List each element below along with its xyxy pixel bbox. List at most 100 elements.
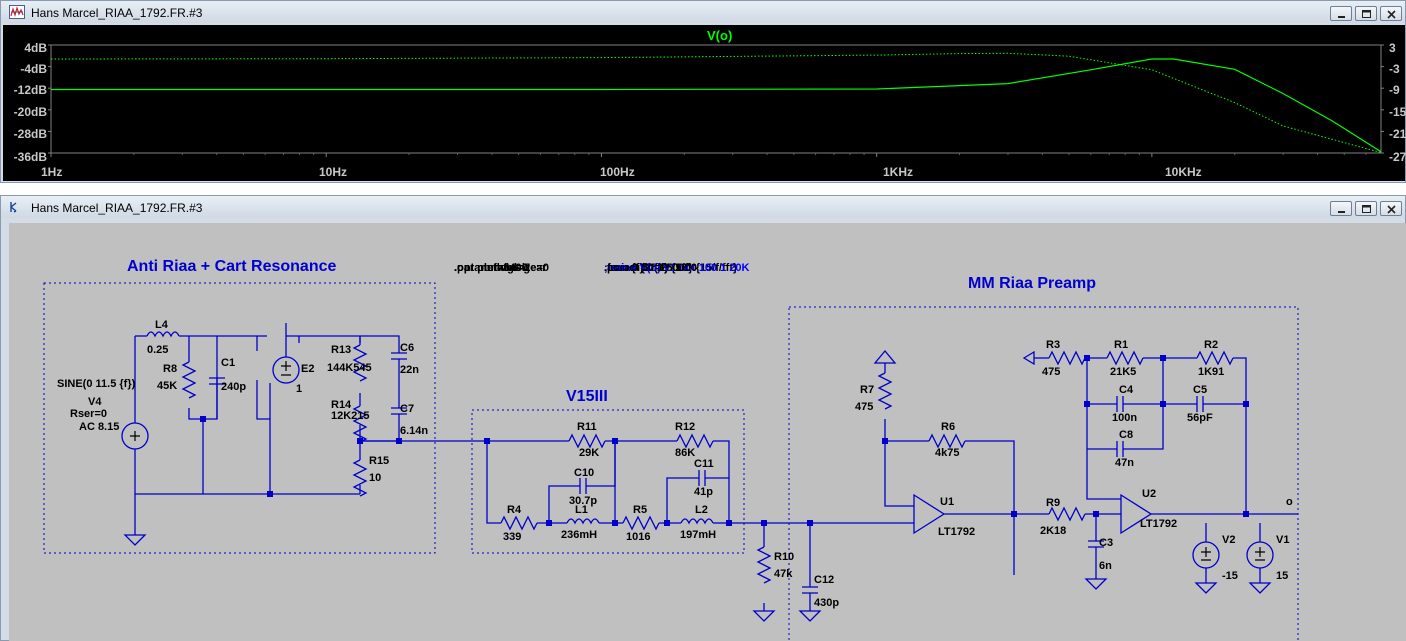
component-func[interactable]: SINE(0 11.5 {f}) xyxy=(57,378,136,390)
component-ref[interactable]: C10 xyxy=(574,467,595,479)
component-value[interactable]: 10 xyxy=(369,472,382,484)
component-value[interactable]: 100n xyxy=(1112,412,1138,424)
y2-tick-label: -15 xyxy=(1389,105,1406,119)
minimize-button[interactable] xyxy=(1330,6,1352,21)
component-ref[interactable]: L4 xyxy=(155,319,168,331)
component-value[interactable]: 45K xyxy=(157,380,178,392)
component-value[interactable]: 6n xyxy=(1099,560,1112,572)
component-ref[interactable]: R10 xyxy=(774,551,795,563)
component-value[interactable]: 430p xyxy=(814,597,840,609)
component-ref[interactable]: U2 xyxy=(1142,488,1157,500)
component-ref[interactable]: R11 xyxy=(577,421,597,433)
component-ref[interactable]: R13 xyxy=(331,344,352,356)
component-value[interactable]: 1K91 xyxy=(1198,366,1225,378)
schematic-wiring xyxy=(43,282,1299,641)
component-value[interactable]: -15 xyxy=(1222,570,1238,582)
output-node-label[interactable]: o xyxy=(1286,496,1293,508)
component-ref[interactable]: V2 xyxy=(1222,534,1236,546)
y2-tick-label: -21 xyxy=(1389,127,1406,141)
component-ref[interactable]: L1 xyxy=(575,504,588,516)
close-button[interactable] xyxy=(1380,201,1402,216)
y2-tick-label: -9 xyxy=(1389,83,1400,97)
component-ref[interactable]: C6 xyxy=(400,342,415,354)
component-ref[interactable]: R2 xyxy=(1204,339,1219,351)
component-value[interactable]: 12K215 xyxy=(331,410,370,422)
component-value[interactable]: 1016 xyxy=(626,531,651,543)
component-value[interactable]: 197mH xyxy=(680,529,717,541)
component-ref[interactable]: L2 xyxy=(695,504,708,516)
component-ref[interactable]: U1 xyxy=(940,496,955,508)
x-tick-label: 10Hz xyxy=(319,165,348,179)
component-value[interactable]: LT1792 xyxy=(1140,518,1178,530)
component-ref[interactable]: C12 xyxy=(814,574,835,586)
component-value[interactable]: 0.25 xyxy=(147,344,169,356)
bode-plot-pane[interactable]: V(o) 4dB -4dB -12dB -20dB -28dB -36dB 3 … xyxy=(3,25,1406,181)
plot-window-titlebar[interactable]: Hans Marcel_RIAA_1792.FR.#3 xyxy=(1,1,1405,23)
component-ref[interactable]: R12 xyxy=(675,421,696,433)
component-value[interactable]: 6.14n xyxy=(400,425,429,437)
directive-line: .four {f} V(o) xyxy=(604,262,669,274)
component-value[interactable]: 144K545 xyxy=(327,362,372,374)
x-tick-label: 1KHz xyxy=(883,165,914,179)
component-value[interactable]: 2K18 xyxy=(1040,525,1067,537)
block-title-v15iii[interactable]: V15III xyxy=(566,388,608,405)
component-value[interactable]: LT1792 xyxy=(938,526,976,538)
component-ref[interactable]: E2 xyxy=(301,363,315,375)
component-ref[interactable]: R14 xyxy=(331,399,352,411)
component-value[interactable]: 475 xyxy=(855,401,874,413)
component-value[interactable]: 475 xyxy=(1042,366,1061,378)
minimize-button[interactable] xyxy=(1330,201,1352,216)
component-value[interactable]: 21K5 xyxy=(1110,366,1137,378)
trace-label-vo[interactable]: V(o) xyxy=(707,28,733,43)
component-ref[interactable]: R15 xyxy=(369,455,390,467)
component-ref[interactable]: R5 xyxy=(633,504,648,516)
series-line-vo-phase xyxy=(50,52,1382,154)
component-value[interactable]: 1 xyxy=(296,383,303,395)
component-ref[interactable]: V4 xyxy=(88,396,102,408)
component-value[interactable]: 47n xyxy=(1115,457,1134,469)
component-param[interactable]: AC 8.15 xyxy=(79,421,120,433)
component-param[interactable]: Rser=0 xyxy=(70,408,108,420)
component-value[interactable]: 30.7p xyxy=(569,495,598,507)
component-value[interactable]: 236mH xyxy=(561,529,598,541)
component-value[interactable]: 4k75 xyxy=(935,447,960,459)
component-value[interactable]: 339 xyxy=(503,531,522,543)
directive-line: ;tran 0 {25/f} {5/f} {15/f/fft} xyxy=(604,262,738,274)
component-value[interactable]: 47k xyxy=(774,568,793,580)
component-ref[interactable]: C8 xyxy=(1119,429,1134,441)
component-ref[interactable]: R4 xyxy=(507,504,522,516)
block-title-anti-riaa[interactable]: Anti Riaa + Cart Resonance xyxy=(127,258,337,275)
component-ref[interactable]: R6 xyxy=(941,421,956,433)
block-title-mm-preamp[interactable]: MM Riaa Preamp xyxy=(968,275,1097,292)
y2-tick-label: -3 xyxy=(1389,62,1400,76)
component-ref[interactable]: R8 xyxy=(163,363,178,375)
component-value[interactable]: 56pF xyxy=(1187,412,1213,424)
schematic-canvas[interactable]: Anti Riaa + Cart Resonance V15III MM Ria… xyxy=(9,223,1406,641)
component-ref[interactable]: C7 xyxy=(400,403,415,415)
component-ref[interactable]: R9 xyxy=(1046,497,1061,509)
component-value[interactable]: 240p xyxy=(221,381,247,393)
component-value[interactable]: 22n xyxy=(400,364,419,376)
directive-line: .param f=8400 xyxy=(454,262,528,274)
component-ref[interactable]: C11 xyxy=(694,458,714,470)
component-ref[interactable]: V1 xyxy=(1276,534,1290,546)
component-ref[interactable]: C1 xyxy=(221,357,236,369)
component-value[interactable]: 29K xyxy=(579,447,600,459)
y-tick-label: -12dB xyxy=(13,83,47,97)
component-ref[interactable]: R3 xyxy=(1046,339,1061,351)
component-ref[interactable]: R1 xyxy=(1114,339,1129,351)
plot-window: Hans Marcel_RIAA_1792.FR.#3 V(o) 4dB -4d… xyxy=(0,0,1406,183)
component-value[interactable]: 86K xyxy=(675,447,696,459)
y2-tick-label: -27 xyxy=(1389,150,1406,164)
close-button[interactable] xyxy=(1380,6,1402,21)
restore-button[interactable] xyxy=(1355,6,1377,21)
component-ref[interactable]: C3 xyxy=(1099,537,1114,549)
component-value[interactable]: 41p xyxy=(694,486,713,498)
waveform-app-icon xyxy=(9,5,25,19)
component-ref[interactable]: R7 xyxy=(860,384,875,396)
component-ref[interactable]: C5 xyxy=(1193,384,1208,396)
component-value[interactable]: 15 xyxy=(1276,570,1289,582)
restore-button[interactable] xyxy=(1355,201,1377,216)
component-ref[interactable]: C4 xyxy=(1119,384,1134,396)
schematic-window-titlebar[interactable]: Hans Marcel_RIAA_1792.FR.#3 xyxy=(1,196,1405,218)
